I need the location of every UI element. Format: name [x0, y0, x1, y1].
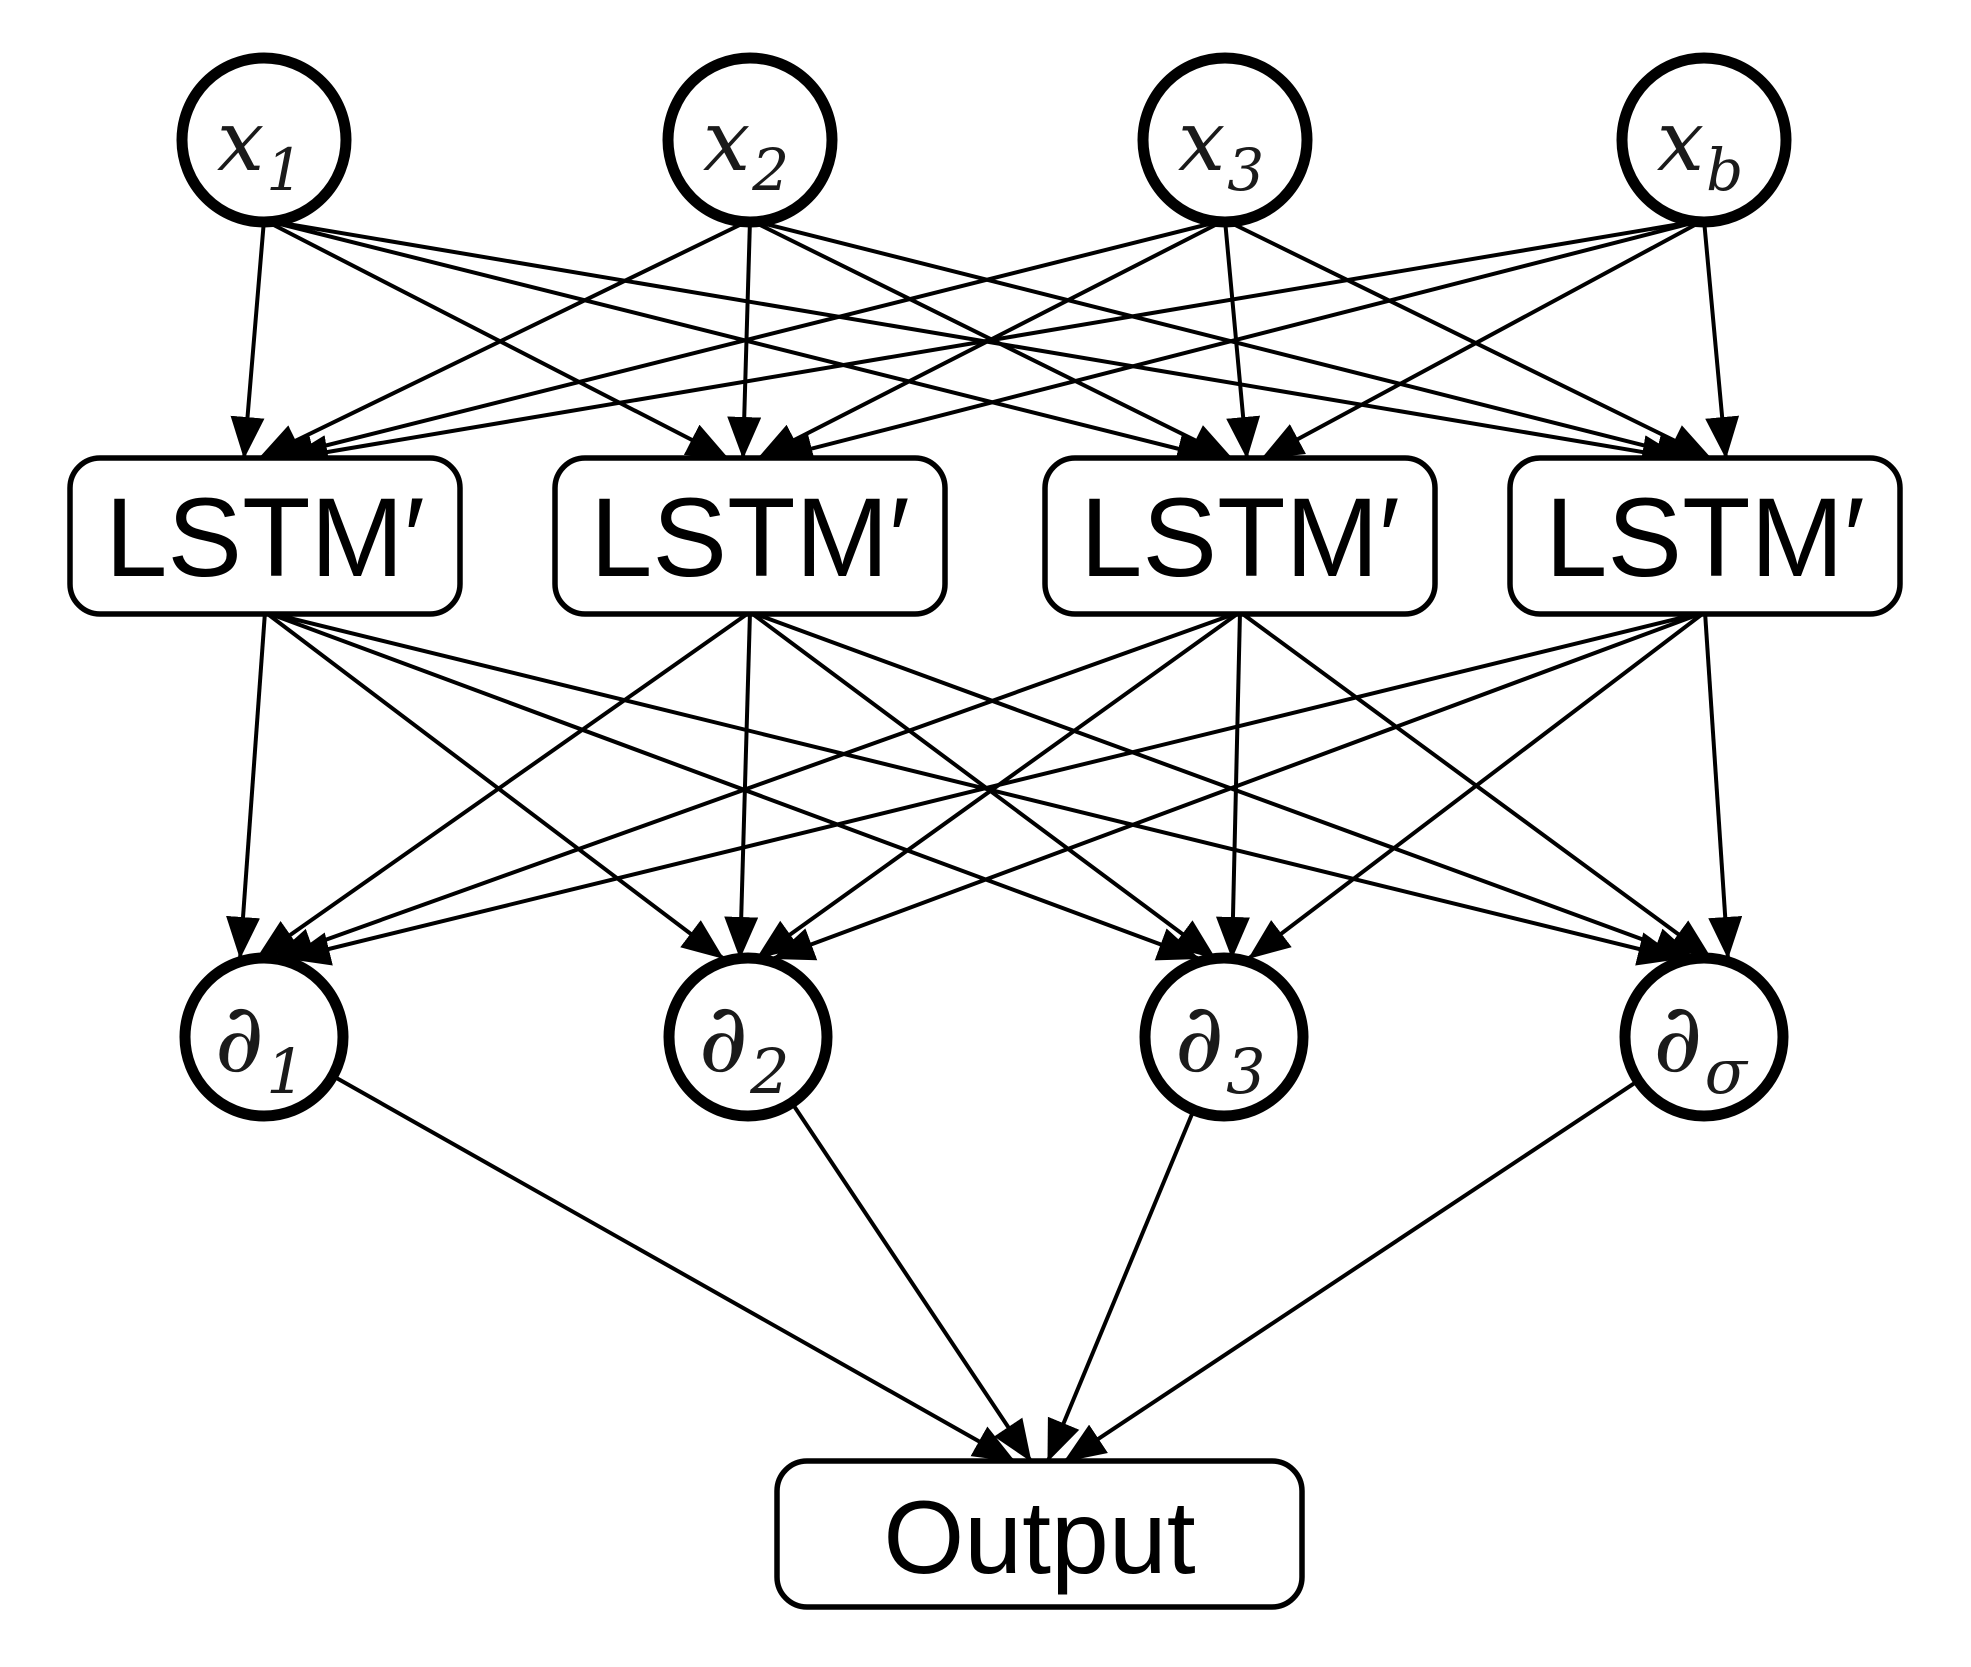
edge-lstm-layer-0-to-partial-layer-2	[264, 610, 1201, 961]
partial-layer-node-2-shape	[663, 952, 833, 1122]
edge-input-layer-3-to-lstm-layer-2	[1260, 218, 1705, 461]
input-layer-node-1: x1	[176, 52, 352, 228]
edge-lstm-layer-2-to-partial-layer-0	[271, 610, 1241, 961]
input-layer-node-4-shape	[1616, 52, 1792, 228]
input-layer-node-2-label: x2	[703, 92, 789, 204]
node-label-base: ∂	[1174, 982, 1224, 1094]
output-layer-node-1: Output	[774, 1458, 1305, 1610]
node-label-subscript: 1	[266, 1035, 305, 1108]
edge-lstm-layer-1-to-partial-layer-2	[748, 610, 1218, 961]
input-layer-node-4: xb	[1616, 52, 1792, 228]
partial-layer-node-3-label: ∂3	[1174, 982, 1265, 1108]
lstm-layer-node-1-shape	[67, 455, 463, 617]
node-label-base: x	[703, 92, 750, 190]
partial-layer-node-4-label: ∂σ	[1653, 982, 1749, 1108]
partial-layer-node-4-shape	[1619, 952, 1789, 1122]
output-layer-node-1-shape	[774, 1458, 1305, 1610]
partial-layer-node-2: ∂2	[663, 952, 833, 1122]
input-layer-node-2: x2	[662, 52, 838, 228]
input-layer-node-3-label: x3	[1178, 92, 1264, 204]
lstm-layer-node-4-shape	[1507, 455, 1903, 617]
partial-layer-node-1-shape	[179, 952, 349, 1122]
edge-input-layer-2-to-lstm-layer-3	[1224, 218, 1713, 461]
lstm-layer-node-3-label: LSTM′	[1080, 475, 1400, 600]
node-label-base: ∂	[698, 982, 748, 1094]
edge-lstm-layer-0-to-partial-layer-3	[264, 610, 1681, 966]
lstm-layer-node-2: LSTM′	[552, 455, 948, 617]
node-label-subscript: 3	[1226, 1035, 1265, 1108]
partial-layer-node-2-label: ∂2	[698, 982, 789, 1108]
input-layer-node-1-shape	[176, 52, 352, 228]
edge-partial-layer-3-to-output-layer-0	[1062, 1079, 1640, 1464]
edge-lstm-layer-0-to-partial-layer-0	[226, 611, 267, 960]
node-label-base: x	[1657, 92, 1704, 190]
node-label-base: ∂	[214, 982, 264, 1094]
lstm-layer-node-1: LSTM′	[67, 455, 463, 617]
lstm-layer-node-2-label: LSTM′	[590, 475, 910, 600]
partial-layer-node-1-label: ∂1	[214, 982, 305, 1108]
node-label-subscript: b	[1706, 136, 1743, 204]
partial-layer-node-1: ∂1	[179, 952, 349, 1122]
lstm-layer-node-1-label: LSTM′	[105, 475, 425, 600]
edges-layer	[226, 218, 1743, 1464]
input-layer-node-4-label: xb	[1657, 92, 1744, 204]
partial-layer-node-3: ∂3	[1139, 952, 1309, 1122]
lstm-layer-node-3-shape	[1042, 455, 1438, 617]
edge-lstm-layer-1-to-partial-layer-3	[749, 610, 1697, 961]
node-label-subscript: σ	[1705, 1035, 1749, 1108]
node-label-base: x	[1178, 92, 1225, 190]
edge-partial-layer-1-to-output-layer-0	[790, 1101, 1034, 1464]
node-label-subscript: 2	[749, 1035, 789, 1108]
edge-input-layer-3-to-lstm-layer-3	[1702, 219, 1740, 460]
edge-partial-layer-2-to-output-layer-0	[1045, 1109, 1196, 1463]
lstm-layer-node-2-shape	[552, 455, 948, 617]
node-label-base: ∂	[1653, 982, 1703, 1094]
node-label-subscript: 2	[751, 136, 789, 204]
node-label-subscript: 3	[1227, 136, 1264, 204]
node-label-subscript: 1	[266, 136, 303, 204]
edge-lstm-layer-1-to-partial-layer-0	[254, 610, 752, 961]
edge-input-layer-3-to-lstm-layer-0	[285, 218, 1705, 469]
edge-input-layer-1-to-lstm-layer-3	[749, 218, 1699, 466]
edge-partial-layer-0-to-output-layer-0	[331, 1074, 1017, 1464]
partial-layer-node-3-shape	[1139, 952, 1309, 1122]
output-layer-node-1-label: Output	[883, 1480, 1195, 1596]
input-layer-node-1-label: x1	[217, 92, 303, 204]
edge-lstm-layer-3-to-partial-layer-0	[287, 610, 1706, 966]
input-layer-node-3: x3	[1137, 52, 1313, 228]
edge-lstm-layer-3-to-partial-layer-2	[1246, 610, 1707, 961]
edge-input-layer-1-to-lstm-layer-0	[257, 218, 751, 461]
lstm-layer-node-3: LSTM′	[1042, 455, 1438, 617]
edge-lstm-layer-1-to-partial-layer-1	[724, 611, 759, 960]
edge-input-layer-3-to-lstm-layer-1	[770, 218, 1705, 466]
lstm-layer-node-4: LSTM′	[1507, 455, 1903, 617]
edge-input-layer-0-to-lstm-layer-0	[230, 219, 266, 460]
edge-lstm-layer-3-to-partial-layer-1	[771, 610, 1706, 961]
input-layer-node-2-shape	[662, 52, 838, 228]
edge-input-layer-2-to-lstm-layer-0	[271, 218, 1226, 466]
input-layer-node-3-shape	[1137, 52, 1313, 228]
edge-input-layer-0-to-lstm-layer-1	[263, 218, 730, 461]
edge-lstm-layer-3-to-partial-layer-3	[1703, 611, 1743, 960]
lstm-layer-node-4-label: LSTM′	[1545, 475, 1865, 600]
edge-input-layer-0-to-lstm-layer-3	[263, 218, 1685, 469]
node-label-base: x	[217, 92, 264, 190]
edge-lstm-layer-0-to-partial-layer-1	[263, 610, 726, 961]
partial-layer-node-4: ∂σ	[1619, 952, 1789, 1122]
